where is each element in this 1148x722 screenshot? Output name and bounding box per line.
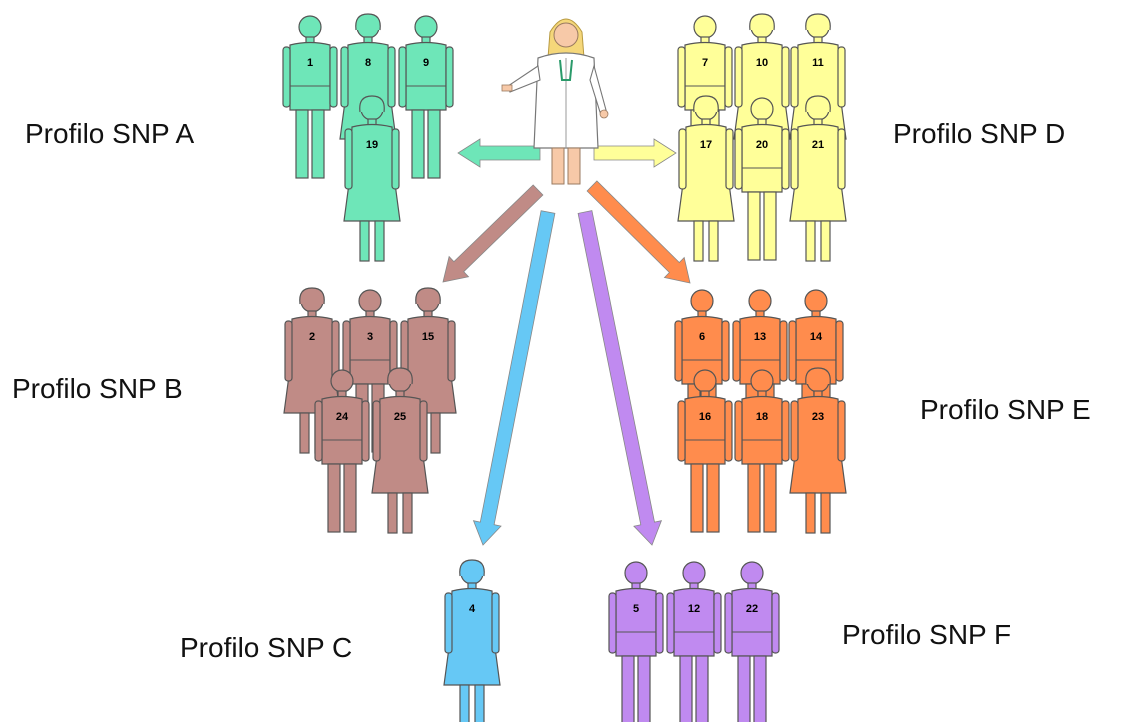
label-profile-f: Profilo SNP F (842, 619, 1011, 650)
person-figure: 21 (789, 95, 847, 262)
person-number: 17 (700, 139, 712, 151)
person-number: 10 (756, 57, 768, 69)
arrow-to-profile-c (472, 210, 556, 546)
label-profile-a: Profilo SNP A (25, 118, 194, 149)
person-figure: 16 (677, 369, 733, 533)
group-f: 5 12 22 (608, 561, 780, 722)
person-figure: 1 (282, 15, 338, 179)
person-figure: 5 (608, 561, 664, 722)
person-number: 18 (756, 411, 768, 423)
person-number: 8 (365, 57, 371, 69)
person-number: 2 (309, 331, 315, 343)
person-number: 22 (746, 603, 758, 615)
person-number: 24 (336, 411, 349, 423)
person-number: 9 (423, 57, 429, 69)
person-number: 13 (754, 331, 766, 343)
person-number: 21 (812, 139, 824, 151)
person-figure: 25 (371, 367, 429, 534)
person-figure: 22 (724, 561, 780, 722)
group-b: 2 3 15 24 25 (283, 287, 457, 534)
profile-labels: Profilo SNP A Profilo SNP B Profilo SNP … (12, 118, 1091, 663)
arrow-to-profile-a (457, 138, 541, 168)
doctor-head (553, 22, 579, 48)
stethoscope-icon (559, 59, 573, 81)
arrows (442, 138, 691, 546)
person-number: 5 (633, 603, 639, 615)
person-number: 23 (812, 411, 824, 423)
person-figure: 18 (734, 369, 790, 533)
person-number: 20 (756, 139, 768, 151)
person-figure: 12 (666, 561, 722, 722)
person-number: 3 (367, 331, 373, 343)
person-number: 25 (394, 411, 406, 423)
person-number: 12 (688, 603, 700, 615)
person-figure: 19 (343, 95, 401, 262)
label-profile-e: Profilo SNP E (920, 394, 1091, 425)
person-number: 1 (307, 57, 313, 69)
person-number: 7 (702, 57, 708, 69)
arrow-to-profile-e (586, 180, 691, 284)
person-number: 14 (810, 331, 823, 343)
person-figure: 24 (314, 369, 370, 533)
person-figure: 23 (789, 367, 847, 534)
person-number: 16 (699, 411, 711, 423)
doctor-icon (501, 18, 609, 185)
person-number: 4 (469, 603, 476, 615)
label-profile-c: Profilo SNP C (180, 632, 352, 663)
arrow-to-profile-f (577, 210, 663, 546)
group-e: 6 13 14 16 18 23 (674, 289, 847, 534)
person-number: 15 (422, 331, 434, 343)
person-figure: 2 (283, 287, 341, 454)
group-d: 7 10 11 17 20 21 (677, 13, 847, 262)
label-profile-b: Profilo SNP B (12, 373, 183, 404)
person-figure: 17 (677, 95, 735, 262)
group-c: 4 (443, 559, 501, 722)
person-number: 6 (699, 331, 705, 343)
arrow-to-profile-d (593, 138, 677, 168)
arrow-to-profile-b (442, 184, 544, 283)
person-figure: 4 (443, 559, 501, 722)
person-figure: 20 (734, 97, 790, 261)
group-a: 1 8 9 19 (282, 13, 454, 262)
person-number: 19 (366, 139, 378, 151)
person-number: 11 (812, 57, 824, 69)
person-figure: 15 (399, 287, 457, 454)
person-figure: 9 (398, 15, 454, 179)
person-figure: 10 (733, 13, 791, 180)
label-profile-d: Profilo SNP D (893, 118, 1065, 149)
